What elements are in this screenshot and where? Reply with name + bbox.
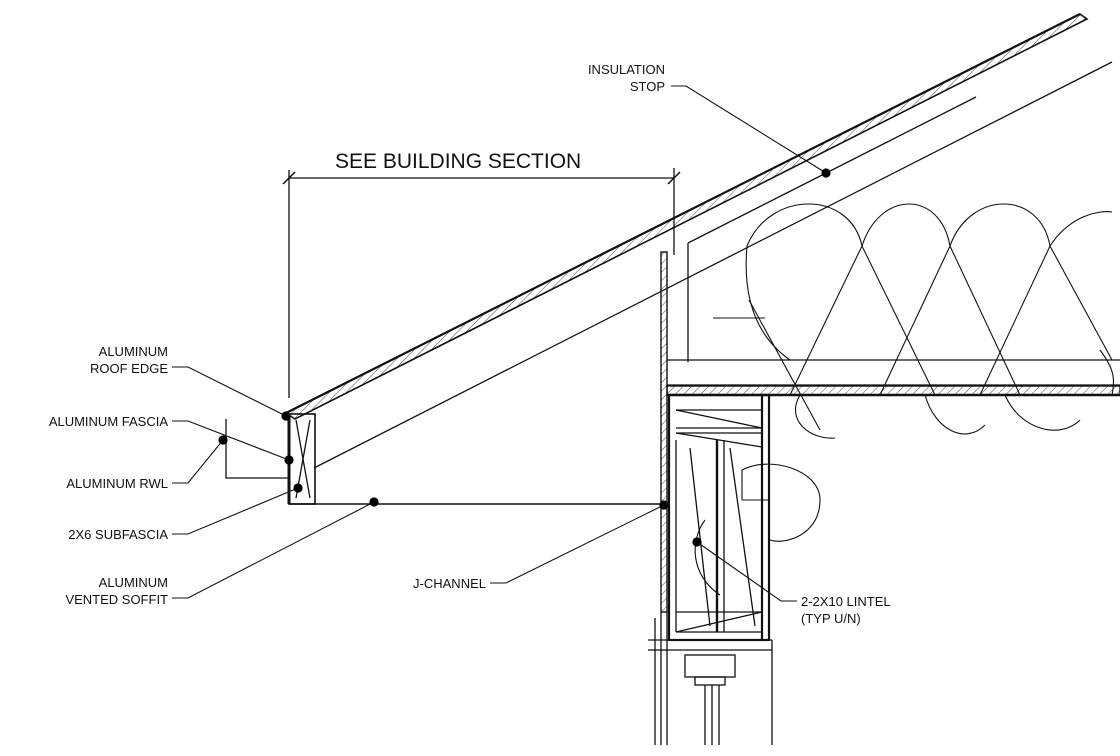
label-j-channel: J-CHANNEL	[413, 576, 486, 591]
building-section-title: SEE BUILDING SECTION	[335, 150, 581, 173]
lintel	[667, 393, 1120, 642]
label-rwl: ALUMINUM RWL	[66, 476, 168, 491]
leader-lines	[172, 85, 831, 602]
leader-rwl	[172, 435, 228, 484]
leader-subfascia	[172, 483, 303, 535]
label-roof-edge-line2: ROOF EDGE	[90, 361, 168, 376]
label-insulation-stop-line1: INSULATION	[588, 62, 665, 77]
label-insulation-stop-line2: STOP	[630, 79, 665, 94]
leader-lintel	[692, 537, 797, 602]
leader-insulation-stop	[671, 85, 831, 178]
label-soffit-line1: ALUMINUM	[99, 575, 168, 590]
roof-deck	[284, 13, 1089, 420]
label-lintel-line2: (TYP U/N)	[801, 611, 861, 626]
batt-insulation	[694, 203, 1115, 596]
label-fascia: ALUMINUM FASCIA	[49, 414, 169, 429]
window-head	[648, 618, 773, 745]
leader-soffit	[172, 497, 379, 599]
label-roof-edge-line1: ALUMINUM	[99, 344, 168, 359]
leader-roof-edge	[172, 366, 291, 421]
label-lintel-line1: 2-2X10 LINTEL	[801, 594, 891, 609]
leader-fascia	[172, 420, 294, 465]
leader-j-channel	[490, 500, 669, 584]
wall-cladding	[660, 251, 668, 745]
label-subfascia: 2X6 SUBFASCIA	[68, 527, 168, 542]
dimension-line	[282, 168, 681, 398]
rain-water-leader	[225, 419, 289, 479]
insulation-stop	[687, 96, 977, 362]
label-soffit-line2: VENTED SOFFIT	[65, 592, 168, 607]
rafter	[313, 61, 1113, 469]
